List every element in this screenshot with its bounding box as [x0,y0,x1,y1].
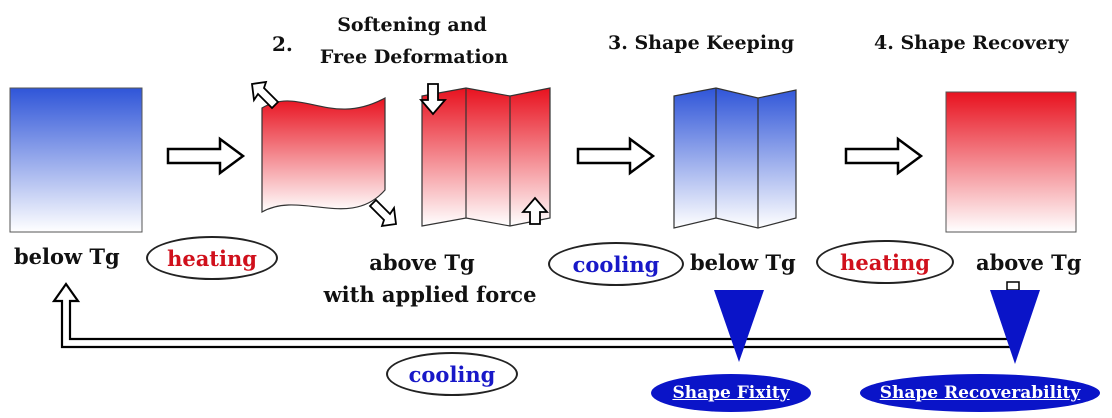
step2-title-line2: Free Deformation [319,46,509,68]
right-arrow-icon [844,136,924,176]
cooling-oval: cooling [548,242,684,286]
cooling-return-oval: cooling [386,352,518,396]
shape-fixity-badge: Shape Fixity [651,374,811,412]
heating-oval: heating [146,236,278,280]
wavy-sheet [261,96,386,214]
step4-title: 4. Shape Recovery [874,32,1069,54]
state-deformed-label-line2: with applied force [323,282,537,307]
right-arrow-icon [166,136,246,176]
step2-title-line1: Softening and [337,14,487,36]
push-arrow-icon [250,80,280,110]
right-arrow-icon [576,136,656,176]
fixity-pointer [714,290,764,362]
return-path-cap [1006,281,1020,291]
shape-fixity-label: Shape Fixity [672,383,790,403]
state-recovered-label: above Tg [976,250,1082,275]
shape-recoverability-badge: Shape Recoverability [860,374,1100,412]
recoverability-pointer [990,290,1040,364]
down-arrow-icon [419,83,447,116]
step2-number: 2. [272,32,293,56]
initial-block [9,87,143,233]
state-initial-label: below Tg [14,244,120,269]
state-fixed-label: below Tg [690,250,796,275]
shape-recoverability-label: Shape Recoverability [879,383,1081,403]
push-arrow-icon [368,198,398,228]
fixed-sheet [673,87,797,229]
heating-oval: heating [816,240,954,284]
folded-sheet [421,87,551,227]
state-deformed-label-line1: above Tg [369,250,475,275]
up-arrow-icon [521,196,549,225]
recovered-block [945,91,1077,233]
step3-title: 3. Shape Keeping [608,32,795,54]
